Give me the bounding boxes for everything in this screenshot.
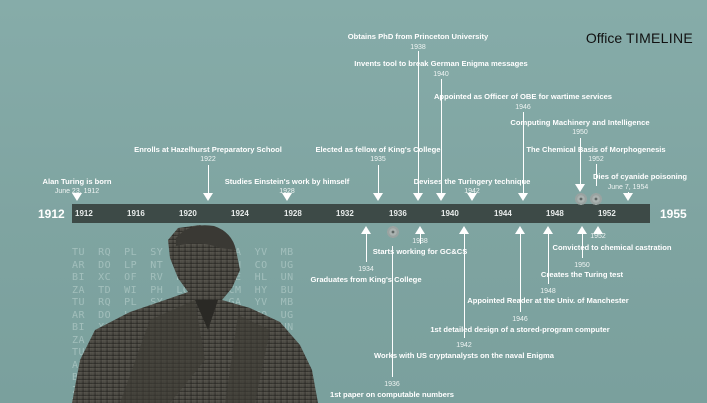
event-date: 1942 — [464, 188, 480, 195]
event-connector — [208, 165, 209, 195]
event-connector — [378, 165, 379, 195]
year-tick-label: 1944 — [494, 209, 512, 218]
event-date: 1946 — [512, 316, 528, 323]
event-date: 1922 — [200, 156, 216, 163]
year-tick-label: 1924 — [231, 209, 249, 218]
event-label: 1st paper on computable numbers — [329, 390, 455, 399]
event-label: Starts working for GC&CS — [372, 247, 468, 256]
year-tick-label: 1932 — [336, 209, 354, 218]
event-connector — [464, 232, 465, 338]
event-date: June 23, 1912 — [54, 188, 100, 195]
event-date: 1934 — [358, 266, 374, 273]
event-connector — [548, 232, 549, 284]
event-connector — [596, 164, 597, 186]
event-label: Convicted to chemical castration — [552, 243, 672, 252]
event-connector — [366, 232, 367, 262]
event-marker-triangle — [72, 193, 82, 201]
event-label: 1st detailed design of a stored-program … — [430, 325, 610, 334]
logo-word-timeline: TIMELINE — [626, 30, 693, 46]
event-date: 1950 — [574, 262, 590, 269]
event-date: 1942 — [456, 342, 472, 349]
event-label: Invents tool to break German Enigma mess… — [354, 59, 528, 68]
event-date: 1936 — [384, 381, 400, 388]
event-label: Alan Turing is born — [42, 177, 112, 186]
event-date: 1952 — [590, 233, 606, 240]
timeline-bar — [72, 204, 650, 223]
event-connector — [420, 232, 421, 244]
event-marker-triangle — [518, 193, 528, 201]
event-connector — [392, 246, 393, 377]
event-marker-triangle — [415, 226, 425, 234]
event-date: 1952 — [588, 156, 604, 163]
event-connector — [418, 51, 419, 195]
event-connector — [520, 232, 521, 312]
event-marker-triangle — [623, 193, 633, 201]
gear-icon — [575, 193, 587, 205]
year-tick-label: 1952 — [598, 209, 616, 218]
year-tick-label: 1948 — [546, 209, 564, 218]
event-marker-triangle — [203, 193, 213, 201]
event-marker-triangle — [577, 226, 587, 234]
logo-word-office: Office — [585, 30, 623, 46]
end-year: 1955 — [660, 207, 687, 221]
gear-icon — [387, 226, 399, 238]
start-year: 1912 — [38, 207, 65, 221]
event-marker-triangle — [459, 226, 469, 234]
year-tick-label: 1916 — [127, 209, 145, 218]
event-date: 1938 — [410, 44, 426, 51]
event-date: 1946 — [515, 104, 531, 111]
event-marker-triangle — [413, 193, 423, 201]
year-tick-label: 1920 — [179, 209, 197, 218]
event-connector — [582, 232, 583, 258]
event-date: 1948 — [540, 288, 556, 295]
event-marker-triangle — [467, 193, 477, 201]
year-tick-label: 1928 — [284, 209, 302, 218]
event-connector — [441, 79, 442, 195]
gear-icon — [590, 193, 602, 205]
event-label: Creates the Turing test — [540, 270, 624, 279]
event-label: Works with US cryptanalysts on the naval… — [373, 351, 555, 360]
event-date: 1940 — [433, 71, 449, 78]
event-marker-triangle — [593, 226, 603, 234]
event-label: Dies of cyanide poisoning — [592, 172, 688, 181]
year-tick-label: 1936 — [389, 209, 407, 218]
event-date: 1928 — [279, 188, 295, 195]
event-connector — [580, 138, 581, 186]
event-label: Appointed as Officer of OBE for wartime … — [433, 92, 613, 101]
event-marker-triangle — [282, 193, 292, 201]
event-marker-triangle — [373, 193, 383, 201]
event-label: Obtains PhD from Princeton University — [347, 32, 489, 41]
event-label: Studies Einstein's work by himself — [224, 177, 350, 186]
event-label: Elected as fellow of King's College — [315, 145, 441, 154]
event-marker-triangle — [515, 226, 525, 234]
event-label: Appointed Reader at the Univ. of Manches… — [467, 296, 629, 305]
event-marker-triangle — [436, 193, 446, 201]
year-tick-label: 1912 — [75, 209, 93, 218]
event-marker-triangle — [543, 226, 553, 234]
event-date: June 7, 1954 — [607, 184, 649, 191]
event-label: The Chemical Basis of Morphogenesis — [526, 145, 666, 154]
event-date: 1935 — [370, 156, 386, 163]
year-tick-label: 1940 — [441, 209, 459, 218]
event-marker-triangle — [575, 184, 585, 192]
event-connector — [523, 112, 524, 195]
event-label: Devises the Turingery technique — [413, 177, 531, 186]
event-label: Computing Machinery and Intelligence — [510, 118, 650, 127]
event-label: Enrolls at Hazelhurst Preparatory School — [134, 145, 282, 154]
office-timeline-logo: Office TIMELINE — [586, 30, 693, 46]
event-label: Graduates from King's College — [310, 275, 422, 284]
event-marker-triangle — [361, 226, 371, 234]
event-date: 1950 — [572, 129, 588, 136]
